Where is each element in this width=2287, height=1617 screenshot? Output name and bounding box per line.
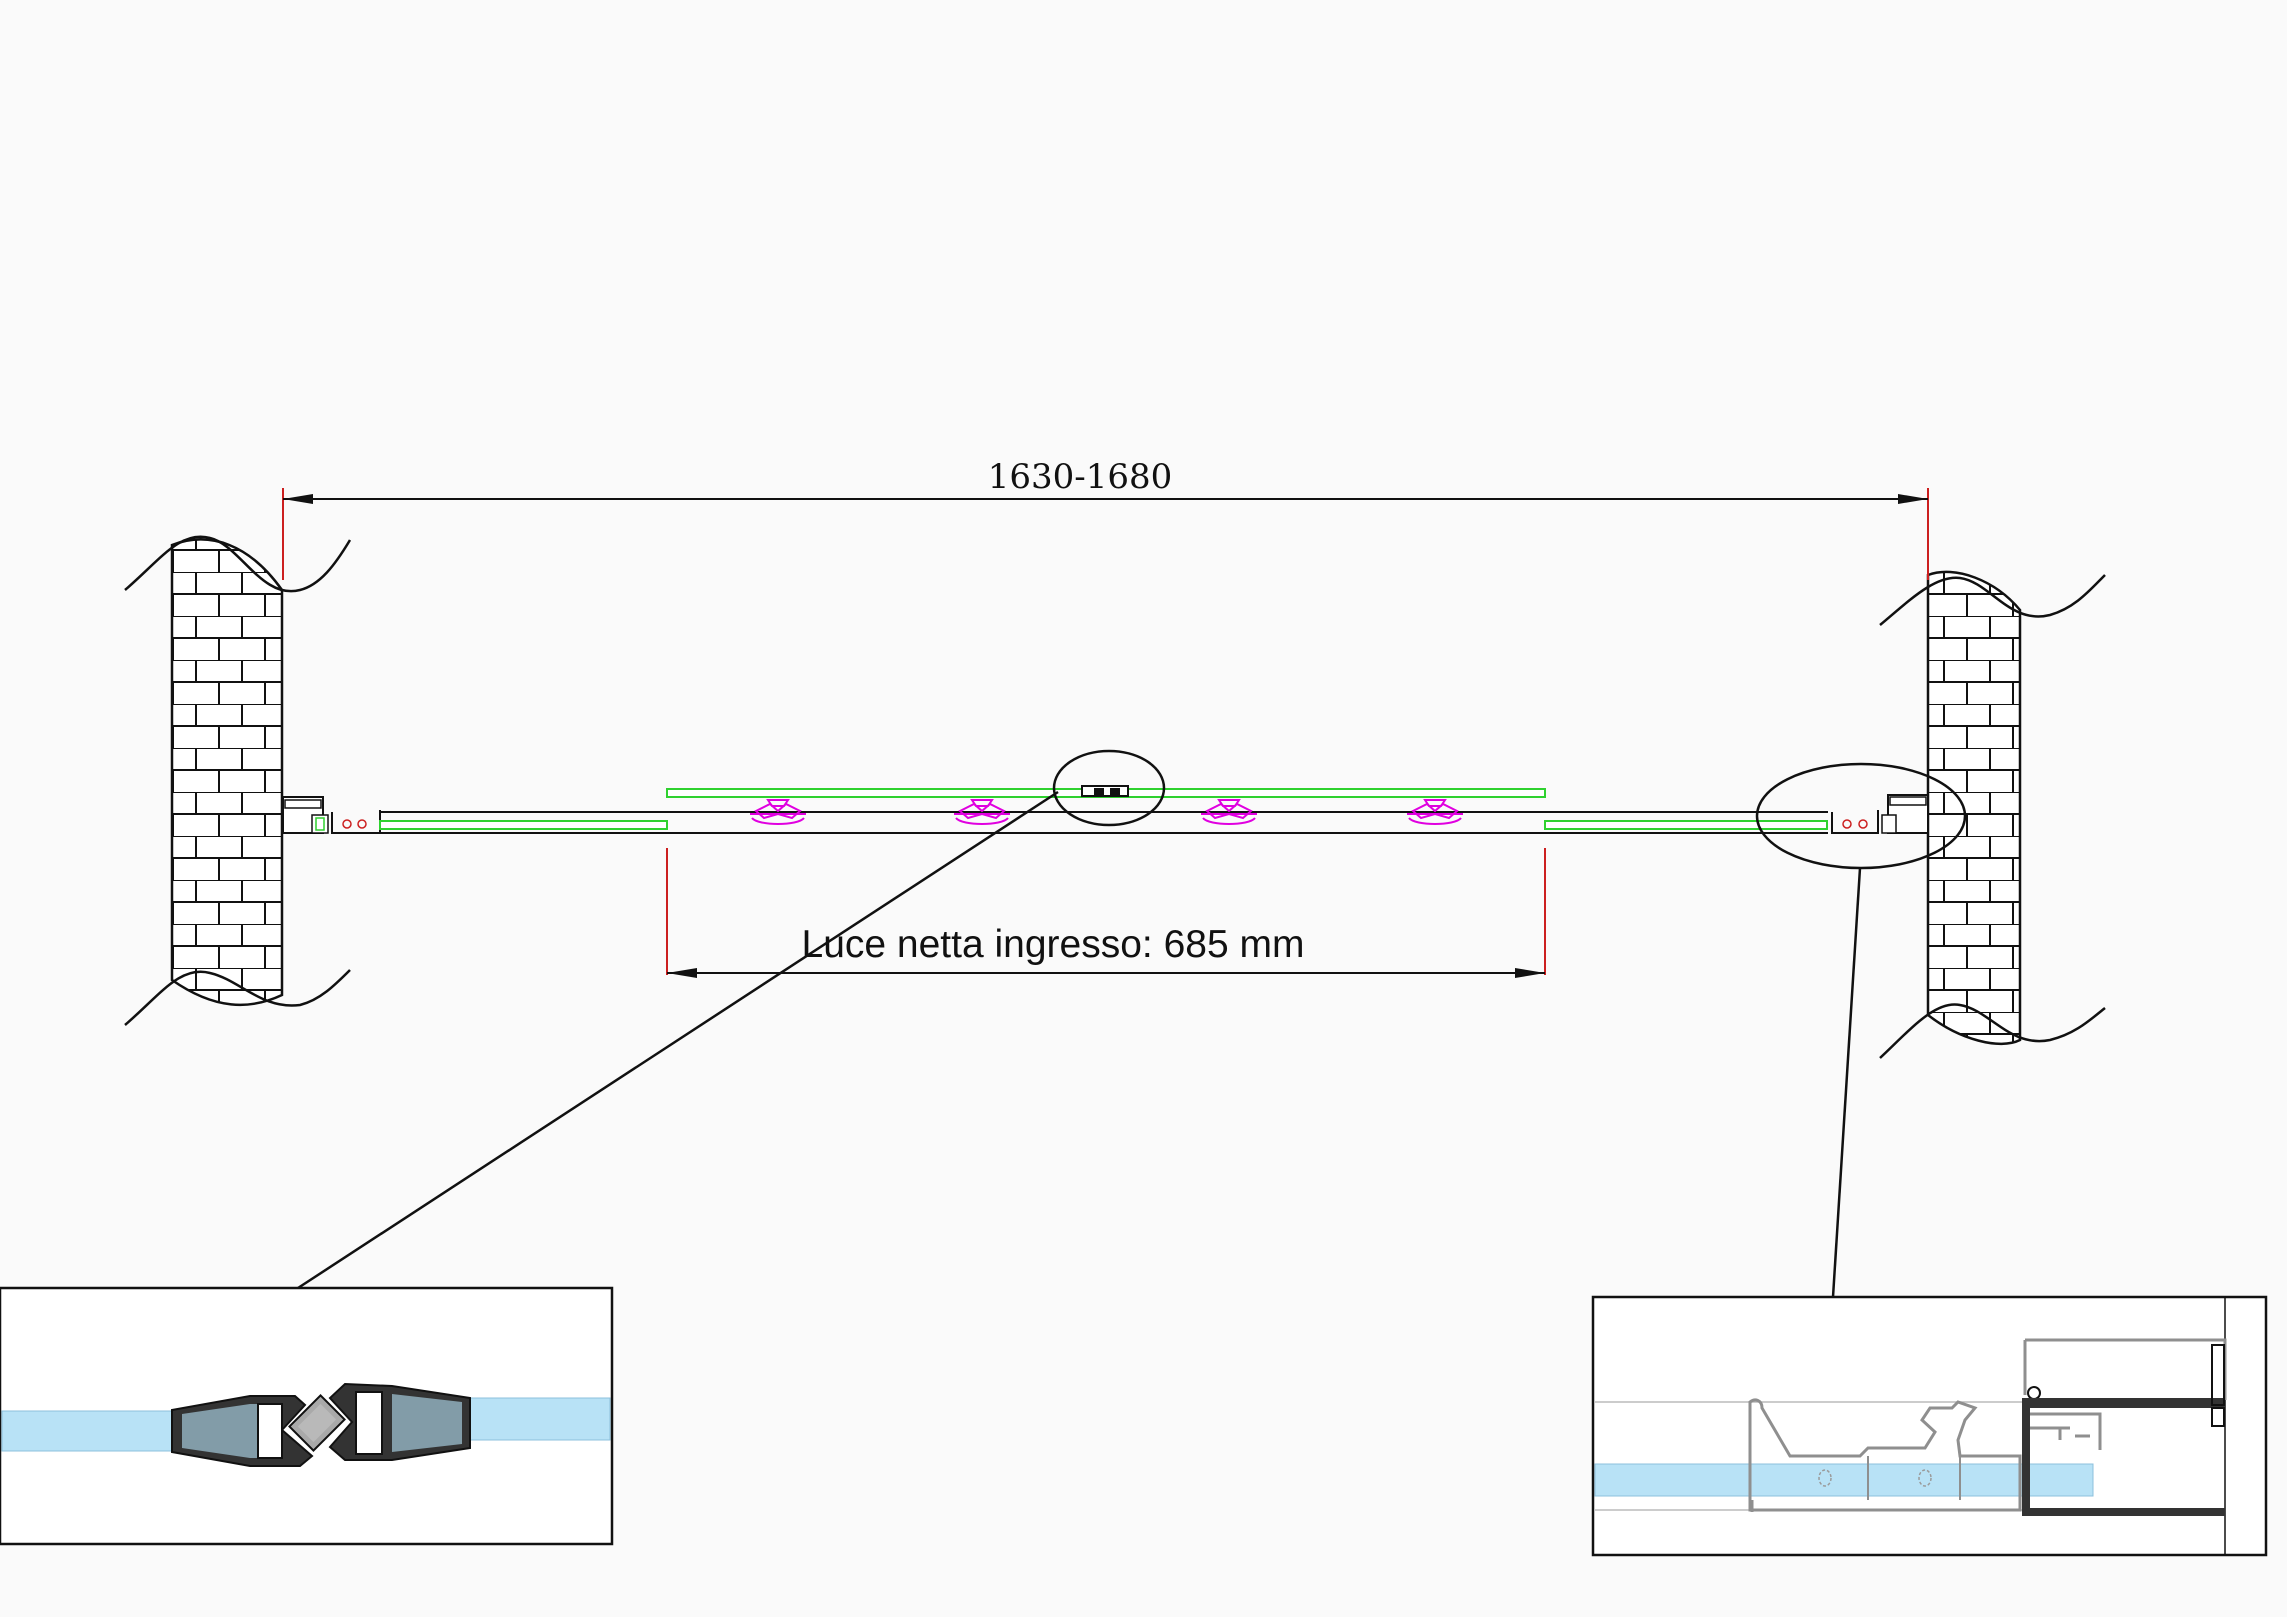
right-detail-ellipse: [1755, 762, 1967, 870]
wall-profile-detail: [1591, 1295, 2268, 1557]
roller: [1201, 799, 1257, 825]
overall-width-label: 1630-1680: [988, 457, 1173, 497]
magnetic-seal-detail: [0, 1286, 614, 1546]
roller: [750, 799, 806, 825]
clear-opening-label: Luce netta ingresso: 685 mm: [802, 923, 1305, 966]
clear-opening-dimension: Luce netta ingresso: 685 mm: [666, 848, 1546, 978]
center-leader-line: [297, 790, 1059, 1290]
roller: [1407, 799, 1463, 825]
roller: [954, 799, 1010, 825]
center-magnetic-seal: [1081, 785, 1129, 797]
right-leader-line: [1831, 867, 1862, 1298]
center-detail-ellipse: [1052, 749, 1166, 827]
left-wall-profile: [282, 796, 381, 834]
left-fixed-glass: [379, 820, 668, 830]
overall-width-dimension: 1630-1680: [282, 457, 1929, 580]
right-fixed-glass: [1544, 820, 1828, 830]
detail-callouts: [297, 749, 1967, 1298]
sliding-door-assembly: [282, 785, 1929, 834]
right-wall: [1879, 570, 2106, 1059]
right-wall-profile: [1831, 794, 1929, 834]
left-wall: [124, 535, 352, 1026]
